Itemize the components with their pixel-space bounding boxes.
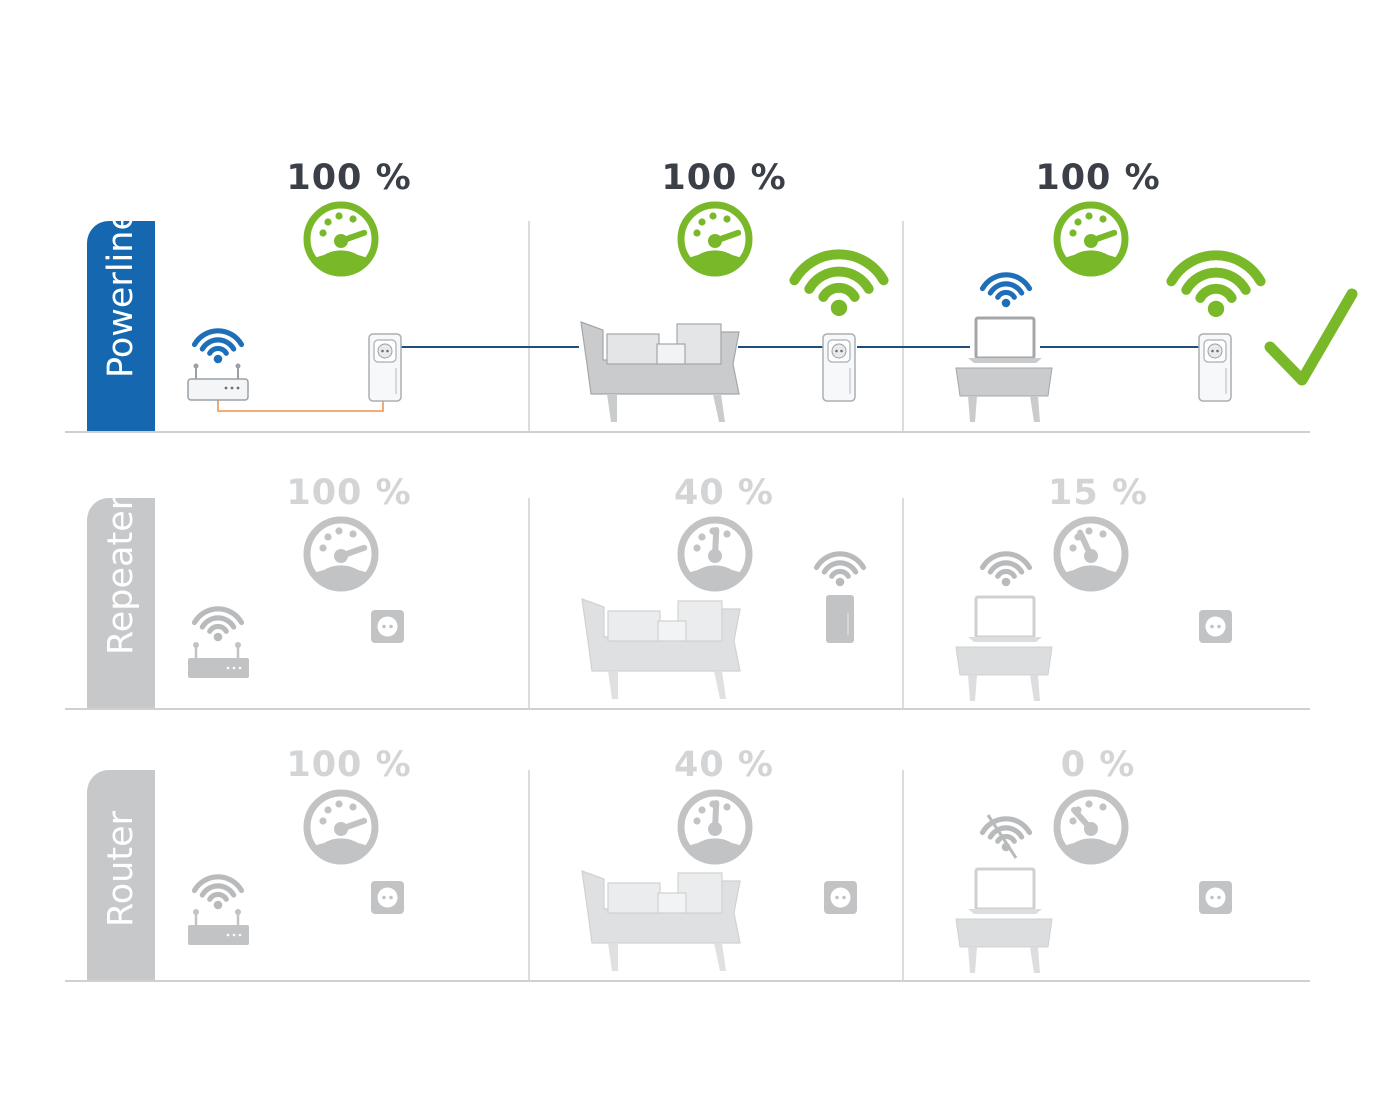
speedometer-icon — [677, 789, 753, 865]
wifi-icon — [191, 606, 245, 642]
speed-percent-label: 100 % — [661, 158, 787, 198]
speed-percent-label: 100 % — [286, 473, 412, 513]
wifi-icon — [813, 551, 867, 587]
speed-percent-label: 15 % — [1048, 473, 1148, 513]
wifi-icon — [789, 249, 889, 317]
wall-socket-icon — [371, 881, 404, 914]
wifi-icon — [191, 328, 245, 364]
row-tab-powerline: Powerline — [87, 209, 155, 432]
laptop-on-table-icon — [955, 867, 1053, 973]
wall-socket-icon — [1199, 610, 1232, 643]
router-icon — [188, 642, 249, 678]
router-icon — [188, 909, 249, 945]
speedometer-icon — [677, 516, 753, 592]
laptop-on-table-icon — [955, 595, 1053, 701]
speedometer-icon — [303, 789, 379, 865]
wifi-icon — [979, 551, 1033, 587]
wall-socket-icon — [371, 610, 404, 643]
repeater-plug-icon — [826, 595, 854, 643]
wall-socket-icon — [1199, 881, 1232, 914]
sofa-icon — [581, 598, 741, 699]
speedometer-icon — [303, 516, 379, 592]
speed-percent-label: 100 % — [1035, 158, 1161, 198]
speed-percent-label: 100 % — [286, 158, 412, 198]
speedometer-icon — [1053, 789, 1129, 865]
speedometer-icon — [303, 201, 379, 277]
wall-socket-icon — [824, 881, 857, 914]
powerline-adapter-icon — [368, 333, 402, 402]
check-mark-icon — [1264, 288, 1358, 386]
wifi-off-icon — [979, 814, 1033, 859]
speed-percent-label: 40 % — [674, 745, 774, 785]
row-tab-repeater: Repeater — [87, 496, 155, 709]
row-tab-router: Router — [87, 770, 155, 981]
powerline-adapter-wifi-icon — [822, 333, 856, 402]
wifi-icon — [1166, 250, 1266, 318]
speed-percent-label: 0 % — [1060, 745, 1136, 785]
wifi-icon — [191, 874, 245, 910]
sofa-icon — [580, 321, 740, 422]
speed-percent-label: 40 % — [674, 473, 774, 513]
wifi-icon — [979, 272, 1033, 308]
speed-percent-label: 100 % — [286, 745, 412, 785]
powerline-adapter-wifi-icon — [1198, 333, 1232, 402]
sofa-icon — [581, 870, 741, 971]
speedometer-icon — [677, 201, 753, 277]
laptop-on-table-icon — [955, 316, 1053, 422]
speedometer-icon — [1053, 516, 1129, 592]
router-icon — [187, 363, 249, 401]
speedometer-icon — [1053, 201, 1129, 277]
